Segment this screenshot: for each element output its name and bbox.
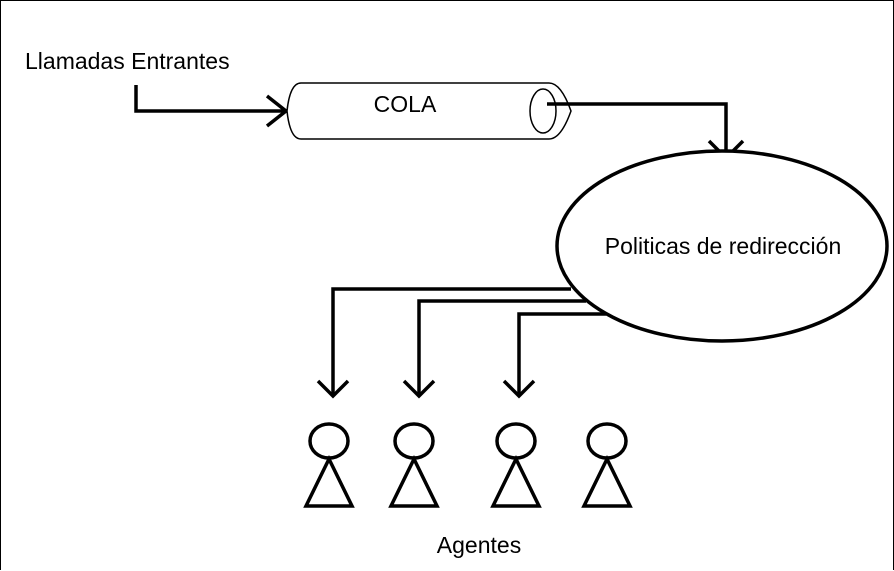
routing-arrow-agent-3 [502,312,606,399]
agent-icon-1 [303,422,355,508]
agent-icon-2 [388,422,440,508]
agents-label: Agentes [437,532,521,558]
queue-pipe-opening [529,88,557,134]
incoming-to-queue-arrow [134,85,289,128]
queue-pipe [286,82,572,140]
incoming-calls-label: Llamadas Entrantes [25,48,230,74]
routing-arrow-agent-2 [402,299,586,399]
routing-policies-label: Politicas de redirección [605,233,842,259]
routing-arrow-agent-1 [316,287,571,399]
agent-icon-3 [490,422,542,508]
agent-icon-4 [581,422,633,508]
queue-label: COLA [374,91,437,117]
routing-policies-ellipse [555,149,889,343]
